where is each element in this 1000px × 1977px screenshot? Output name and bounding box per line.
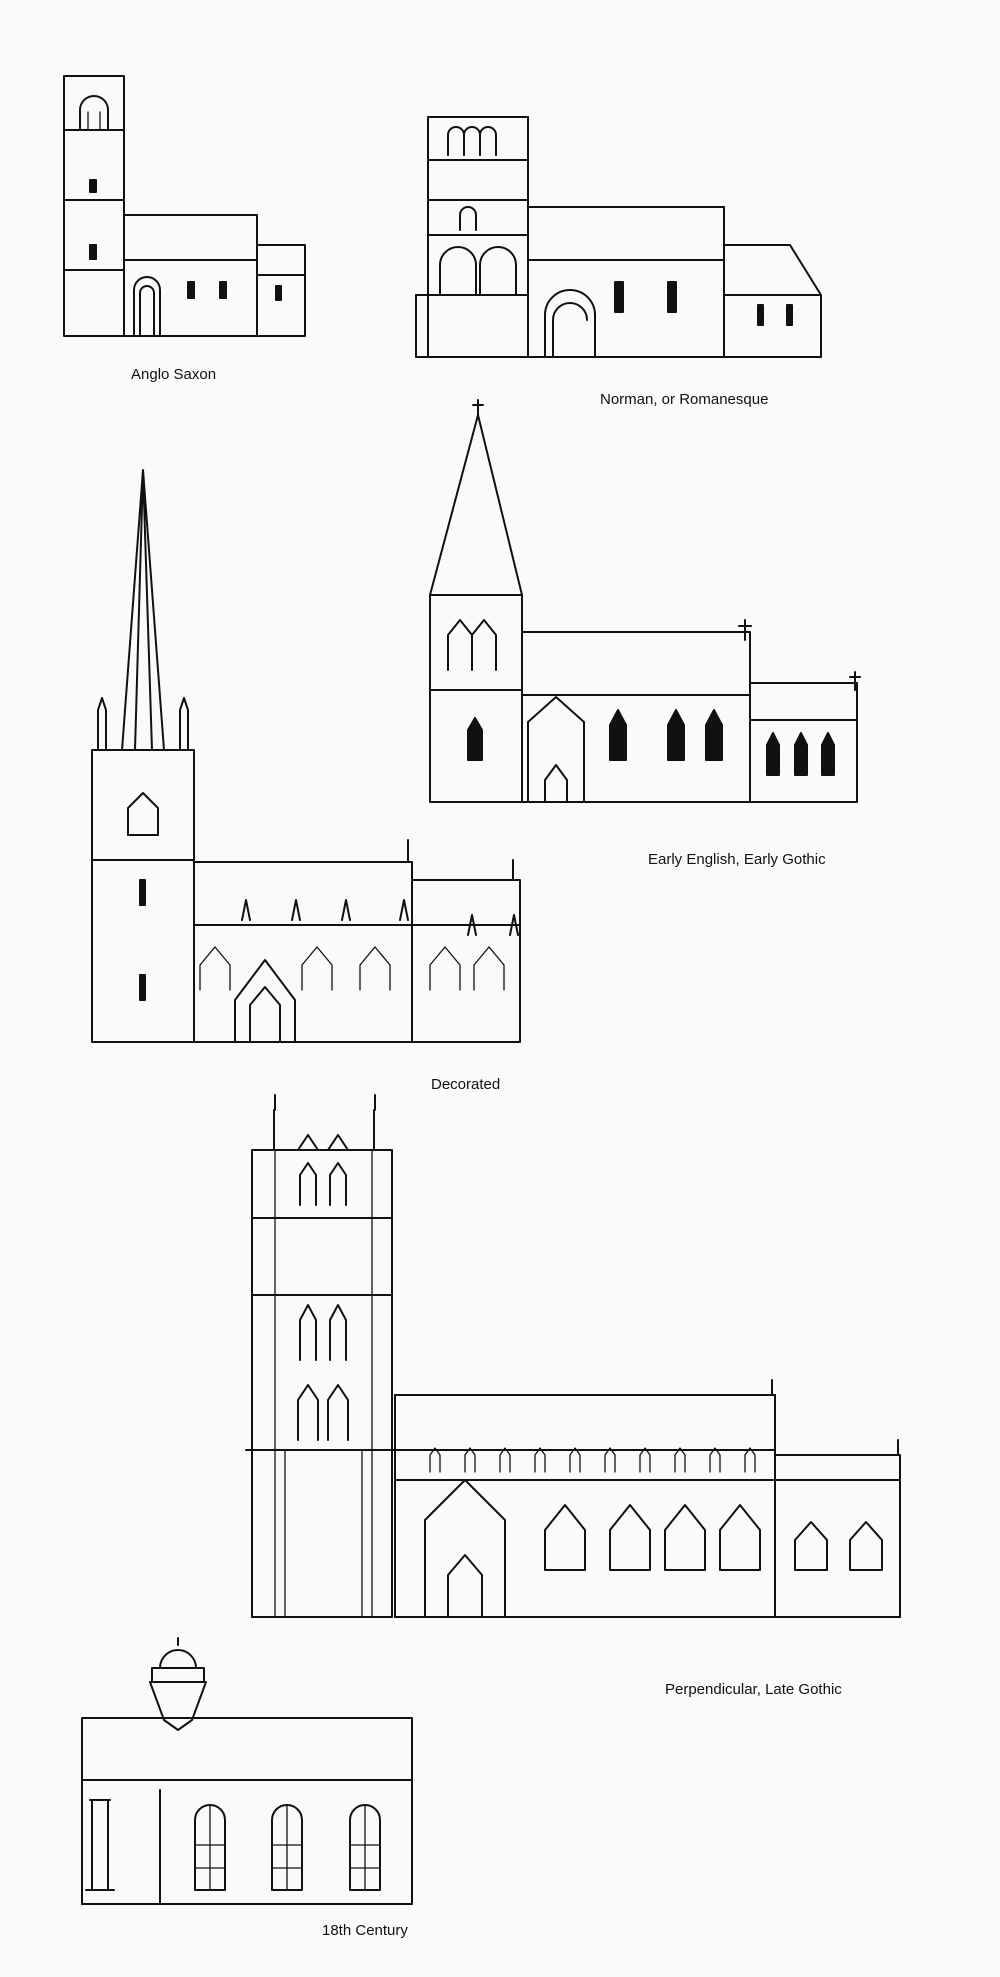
- label-decorated: Decorated: [431, 1076, 501, 1093]
- label-norman: Norman, or Romanesque: [600, 391, 769, 408]
- label-eighteenth-century: 18th Century: [322, 1922, 408, 1939]
- label-anglo-saxon: Anglo Saxon: [131, 366, 217, 383]
- perpendicular-church-drawing: [245, 1094, 901, 1618]
- eighteenth-century-church-drawing: [81, 1637, 413, 1905]
- anglo-saxon-church-drawing: [63, 75, 306, 337]
- early-english-church-drawing: [429, 399, 861, 803]
- decorated-church-drawing: [91, 469, 521, 1043]
- label-perpendicular: Perpendicular, Late Gothic: [665, 1681, 842, 1698]
- norman-church-drawing: [415, 116, 822, 358]
- label-early-english: Early English, Early Gothic: [648, 851, 826, 868]
